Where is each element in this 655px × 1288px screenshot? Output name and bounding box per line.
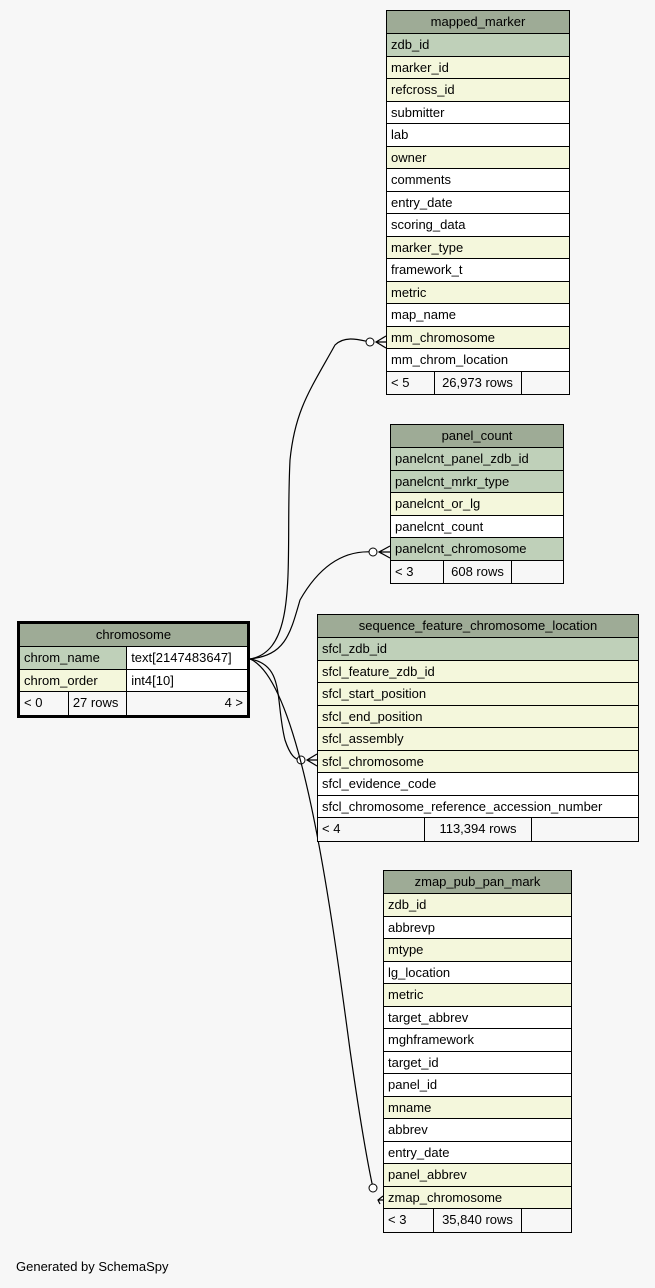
- column-row[interactable]: target_abbrev: [384, 1006, 571, 1029]
- footer-children: [512, 561, 563, 584]
- column-row[interactable]: sfcl_evidence_code: [318, 773, 638, 796]
- column-row[interactable]: refcross_id: [387, 79, 569, 102]
- column-row[interactable]: sfcl_feature_zdb_id: [318, 660, 638, 683]
- column-row[interactable]: sfcl_assembly: [318, 728, 638, 751]
- footer-parents: < 4: [318, 818, 426, 841]
- column-row[interactable]: owner: [387, 146, 569, 169]
- column-row[interactable]: sfcl_start_position: [318, 683, 638, 706]
- column-row[interactable]: mm_chrom_location: [387, 349, 569, 372]
- relationship-optional-marker: [368, 547, 378, 557]
- column-row[interactable]: comments: [387, 169, 569, 192]
- column-row[interactable]: panelcnt_count: [391, 515, 563, 538]
- column-row[interactable]: metric: [387, 281, 569, 304]
- relationship-optional-marker: [365, 337, 375, 347]
- column-row[interactable]: map_name: [387, 304, 569, 327]
- column-row[interactable]: target_id: [384, 1051, 571, 1074]
- column-name: chrom_name: [20, 647, 128, 669]
- footer-parents: < 3: [391, 560, 445, 583]
- column-row[interactable]: zdb_id: [384, 894, 571, 917]
- column-row[interactable]: abbrevp: [384, 916, 571, 939]
- column-row[interactable]: lab: [387, 124, 569, 147]
- column-row[interactable]: lg_location: [384, 961, 571, 984]
- column-row[interactable]: zdb_id: [387, 34, 569, 57]
- column-row[interactable]: panelcnt_or_lg: [391, 493, 563, 516]
- relationship-many-marker: [377, 545, 391, 559]
- footer-children: [522, 1209, 571, 1232]
- table-title[interactable]: mapped_marker: [387, 11, 569, 34]
- column-row[interactable]: sfcl_chromosome_reference_accession_numb…: [318, 795, 638, 818]
- column-row[interactable]: panelcnt_panel_zdb_id: [391, 448, 563, 471]
- column-row[interactable]: abbrev: [384, 1119, 571, 1142]
- column-type: int4[10]: [127, 669, 247, 691]
- footer-rows: 113,394 rows: [425, 818, 532, 841]
- column-row[interactable]: framework_t: [387, 259, 569, 282]
- column-row[interactable]: sfcl_chromosome: [318, 750, 638, 773]
- column-row[interactable]: panelcnt_mrkr_type: [391, 470, 563, 493]
- table-title[interactable]: zmap_pub_pan_mark: [384, 871, 571, 894]
- column-row[interactable]: marker_type: [387, 236, 569, 259]
- column-row[interactable]: panel_id: [384, 1074, 571, 1097]
- column-row[interactable]: entry_date: [384, 1141, 571, 1164]
- relationship-line: [249, 658, 374, 1189]
- relationship-line: [249, 658, 302, 761]
- column-row[interactable]: marker_id: [387, 56, 569, 79]
- column-row[interactable]: zmap_chromosome: [384, 1186, 571, 1209]
- footer-rows: 27 rows: [69, 692, 128, 715]
- column-row[interactable]: mghframework: [384, 1029, 571, 1052]
- column-row[interactable]: panelcnt_chromosome: [391, 538, 563, 561]
- column-row[interactable]: entry_date: [387, 191, 569, 214]
- generated-by-label: Generated by SchemaSpy: [16, 1259, 169, 1274]
- footer-parents: < 0: [20, 692, 69, 715]
- column-row[interactable]: panel_abbrev: [384, 1164, 571, 1187]
- relationship-many-marker: [374, 335, 387, 349]
- column-row[interactable]: sfcl_zdb_id: [318, 638, 638, 661]
- footer-rows: 35,840 rows: [434, 1209, 522, 1232]
- column-row[interactable]: mtype: [384, 939, 571, 962]
- footer-rows: 26,973 rows: [435, 371, 522, 394]
- footer-parents: < 3: [384, 1209, 435, 1232]
- footer-children: [532, 818, 638, 841]
- column-row[interactable]: metric: [384, 984, 571, 1007]
- relationship-line: [249, 551, 374, 660]
- relationship-many-marker: [377, 1195, 384, 1205]
- footer-children: [522, 372, 570, 395]
- table-title[interactable]: panel_count: [391, 425, 563, 448]
- column-row[interactable]: submitter: [387, 101, 569, 124]
- column-row[interactable]: mname: [384, 1096, 571, 1119]
- footer-rows: 608 rows: [444, 560, 512, 583]
- column-name: chrom_order: [20, 669, 128, 691]
- column-row[interactable]: mm_chromosome: [387, 326, 569, 349]
- relationship-line: [249, 338, 371, 660]
- relationship-optional-marker: [368, 1183, 378, 1193]
- column-row[interactable]: scoring_data: [387, 214, 569, 237]
- footer-children: 4 >: [224, 695, 243, 710]
- column-row[interactable]: sfcl_end_position: [318, 705, 638, 728]
- column-type: text[2147483647]: [127, 647, 247, 669]
- footer-parents: < 5: [387, 371, 435, 394]
- table-title[interactable]: sequence_feature_chromosome_location: [318, 615, 638, 638]
- table-title[interactable]: chromosome: [20, 624, 247, 647]
- relationship-many-marker: [305, 753, 318, 767]
